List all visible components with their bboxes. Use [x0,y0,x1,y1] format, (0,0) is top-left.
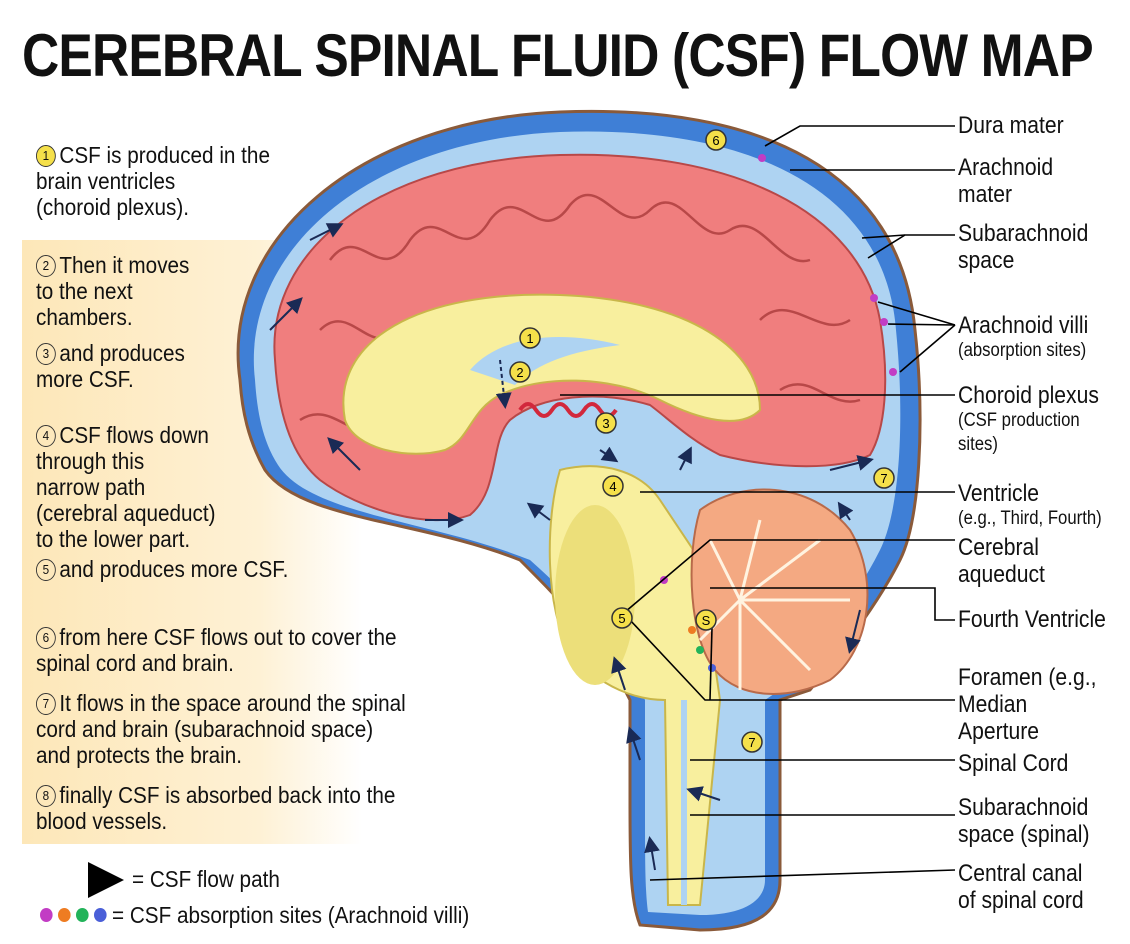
legend-dot-orange [58,908,71,922]
marker-7b: 7 [741,731,763,753]
label-choroid-plexus-title: Choroid plexus [958,382,1099,409]
label-fourth-ventricle: Fourth Ventricle [958,606,1106,633]
label-arachnoid-mater: Arachnoid mater [958,154,1054,208]
step-8-number: 8 [36,785,56,807]
villi-dots [660,154,897,672]
step-7-text: It flows in the space around the spinal … [36,690,406,768]
label-ventricle-sub: (e.g., Third, Fourth) [958,508,1102,529]
legend-flow: = CSF flow path [132,866,280,892]
svg-text:7: 7 [880,471,887,486]
label-choroid-plexus: Choroid plexus(CSF production sites) [958,382,1099,457]
marker-2: 2 [509,361,531,383]
label-ventricle: Ventricle(e.g., Third, Fourth) [958,480,1102,531]
lateral-ventricle [470,337,620,385]
step-2-text: Then it moves to the next chambers. [36,252,190,330]
legend-absorption-text: = CSF absorption sites (Arachnoid villi) [112,902,470,928]
flow-arrows [269,223,874,871]
marker-6: 6 [705,129,727,151]
label-central-canal: Central canal of spinal cord [958,860,1084,914]
svg-text:7: 7 [748,735,755,750]
pons [555,505,635,685]
legend-dot-green [76,908,89,922]
label-spinal-cord: Spinal Cord [958,750,1069,777]
label-arachnoid-villi: Arachnoid villi(absorption sites) [958,312,1088,363]
marker-s: S [695,609,717,631]
label-cerebral-aqueduct: Cerebral aqueduct [958,534,1045,588]
step-3-text: and produces more CSF. [36,340,185,392]
svg-text:2: 2 [516,365,523,380]
step-4-text: CSF flows down through this narrow path … [36,422,216,552]
svg-text:5: 5 [618,611,625,626]
legend-dot-magenta [40,908,53,922]
marker-5: 5 [611,607,633,629]
label-ventricle-title: Ventricle [958,480,1040,507]
cortex-folds [299,193,861,433]
step-5-number: 5 [36,559,56,581]
label-dura-mater: Dura mater [958,112,1064,139]
step-6-number: 6 [36,627,56,649]
svg-text:3: 3 [602,416,609,431]
leader-lines [560,125,956,881]
label-arachnoid-villi-title: Arachnoid villi [958,312,1089,339]
legend-absorption: = CSF absorption sites (Arachnoid villi) [40,902,469,929]
choroid-plexus-strand [518,402,618,418]
svg-text:4: 4 [609,479,616,494]
label-subarachnoid-spinal: Subarachnoid space (spinal) [958,794,1090,848]
corpus-callosum [342,293,762,455]
marker-1: 1 [519,327,541,349]
svg-text:6: 6 [712,133,719,148]
marker-7a: 7 [873,467,895,489]
label-subarachnoid-space: Subarachnoid space [958,220,1089,274]
page-title: CEREBRAL SPINAL FLUID (CSF) FLOW MAP [22,22,1094,89]
arbor-vitae [698,519,850,690]
label-foramen: Foramen (e.g., Median Aperture [958,664,1097,745]
step-8-text: finally CSF is absorbed back into the bl… [36,782,396,834]
svg-text:1: 1 [526,331,533,346]
diagram-markers: 1 2 3 4 5 S 6 7 7 [509,129,895,753]
cerebellum [690,488,869,695]
label-choroid-plexus-sub: (CSF production sites) [958,410,1080,455]
step-1-text: CSF is produced in the brain ventricles … [36,142,270,220]
step-7-number: 7 [36,693,56,715]
label-arachnoid-villi-sub: (absorption sites) [958,340,1087,361]
marker-4: 4 [602,475,624,497]
step-6-text: from here CSF flows out to cover the spi… [36,624,397,676]
step-4-number: 4 [36,425,56,447]
step-2-number: 2 [36,255,56,277]
step-1-number: 1 [36,145,56,167]
step-5-text: and produces more CSF. [59,556,289,582]
step-3-number: 3 [36,343,56,365]
marker-3: 3 [595,412,617,434]
svg-text:S: S [702,613,711,628]
legend-dot-blue [94,908,107,922]
